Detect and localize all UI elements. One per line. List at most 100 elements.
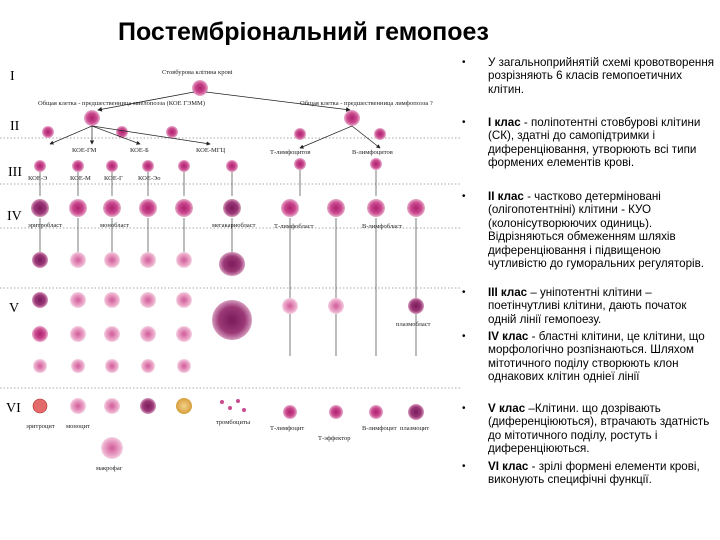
mature-b2 [70,292,86,308]
label-t-effector: Т-эффектор [318,435,350,442]
blast-5 [175,199,193,217]
bullet-item: • ІІ клас - частково детерміновані (оліг… [462,190,714,270]
myelo-progenitor-cell [84,110,100,126]
label-t-lymphocyte: Т-лимфоцит [270,425,304,432]
bullet-item: • VI клас - зрілі формені елементи крові… [462,460,714,487]
label-t-lymphoblast: Т-лимфобласт [274,223,314,230]
label-t-precursor: Т-лимфоцитов [270,149,310,156]
mature-b1 [32,292,48,308]
bullet-marker: • [462,331,466,342]
cell-iii-7 [294,158,306,170]
label-monocyte: моноцит [66,423,90,430]
bullet-marker: • [462,461,466,472]
cell-ii-d [294,128,306,140]
label-myelo-progenitor: Общая клетка - предшественница миелопоэз… [38,100,205,107]
blast-10 [407,199,425,217]
macrophage [101,437,123,459]
label-macrophage: макрофаг [96,465,123,472]
mature-d5 [177,359,191,373]
cell-iii-6 [226,160,238,172]
page-title: Постембріональний гемопоез [118,18,489,46]
mature-a1 [32,252,48,268]
mature-d4 [141,359,155,373]
label-koe-eo: КОЕ-Эо [138,175,161,182]
lympho-progenitor-cell [344,110,360,126]
blast-9 [367,199,385,217]
bullet-text: - зрілі формені елементи крові, виконуют… [488,460,700,487]
cell-iii-8 [370,158,382,170]
cell-ii-a [42,126,54,138]
blast-7 [281,199,299,217]
cell-iii-1 [34,160,46,172]
bullet-heading: І клас [488,116,521,129]
bullet-heading: VI клас [488,460,529,473]
label-koe-meg: КОЕ-МГЦ [196,147,226,154]
cell-ii-c [166,126,178,138]
mature-c5 [176,326,192,342]
blast-2 [69,199,87,217]
cell-iii-5 [178,160,190,172]
mature-e2 [328,298,344,314]
label-megakaryoblast: мегакариобласт [212,222,256,229]
bullet-item: • У загальноприйнятій схемі кровотворенн… [462,56,714,96]
blast-4 [139,199,157,217]
cell-iii-2 [72,160,84,172]
cell-iii-3 [106,160,118,172]
label-b-lymphocyte: В-лимфоцит [362,425,397,432]
mature-c4 [140,326,156,342]
bullet-marker: • [462,191,466,202]
mature-a2 [70,252,86,268]
mature-d2 [71,359,85,373]
b-lymphocyte [369,405,383,419]
monocyte [70,398,86,414]
label-stem: Стовбурова клітина крові [162,69,233,76]
bullet-heading: IV клас [488,330,529,343]
t-effector [329,405,343,419]
label-plasmoblast: плазмобласт [396,321,431,328]
bullet-marker: • [462,287,466,298]
row-numeral-4: IV [7,209,22,224]
blast-8 [327,199,345,217]
cell-ii-b [116,126,128,138]
bullet-marker: • [462,117,466,128]
bullet-heading: ІІ клас [488,190,524,203]
cell-iii-4 [142,160,154,172]
bullet-marker: • [462,403,466,414]
bullet-text: - бластні клітини, це клітини, що морфол… [488,330,705,384]
mature-c2 [70,326,86,342]
mature-a6 [219,252,245,276]
bullet-item: • І клас - поліпотентні стовбурові кліти… [462,116,714,170]
stem-cell [192,80,208,96]
label-b-lymphoblast: В-лимфобласт [362,223,402,230]
mature-a5 [176,252,192,268]
blast-6 [223,199,241,217]
label-erythrocyte: эритроцит [26,423,55,430]
t-lymphocyte [283,405,297,419]
mature-b6 [212,300,252,340]
plasmocyte [408,404,424,420]
label-b-precursor: В-лимфоцитов [352,149,393,156]
basophil [140,398,156,414]
blast-3 [103,199,121,217]
bullet-list: • У загальноприйнятій схемі кровотворенн… [462,56,714,526]
neutrophil [104,398,120,414]
label-lympho-progenitor: Общая клетка - предшественница лимфопоэз… [300,100,433,107]
bullet-item: • IV клас - бластні клітини, це клітини,… [462,330,714,384]
bullet-item: • ІІІ клас – уніпотентні клітини – поеті… [462,286,714,326]
bullet-heading: V клас [488,402,526,415]
thrombocytes [220,399,246,412]
bullet-text: У загальноприйнятій схемі кровотворення … [488,56,715,96]
erythrocyte [32,398,48,414]
bullet-text: – уніпотентні клітини – поетінчутливі кл… [488,286,687,326]
mature-b5 [176,292,192,308]
mature-d3 [105,359,119,373]
hematopoiesis-scheme: I II III IV V VI Стовбурова клітина кров… [0,69,462,472]
label-koe-b: КОЕ-Б [130,147,149,154]
mature-e1 [282,298,298,314]
row-numeral-2: II [10,119,20,134]
row-numeral-1: I [10,69,15,84]
eosinophil [176,398,192,414]
row-numeral-6: VI [6,401,21,416]
mature-b4 [140,292,156,308]
bullet-item: • V клас –Клітини. що дозрівають (дифере… [462,402,714,456]
